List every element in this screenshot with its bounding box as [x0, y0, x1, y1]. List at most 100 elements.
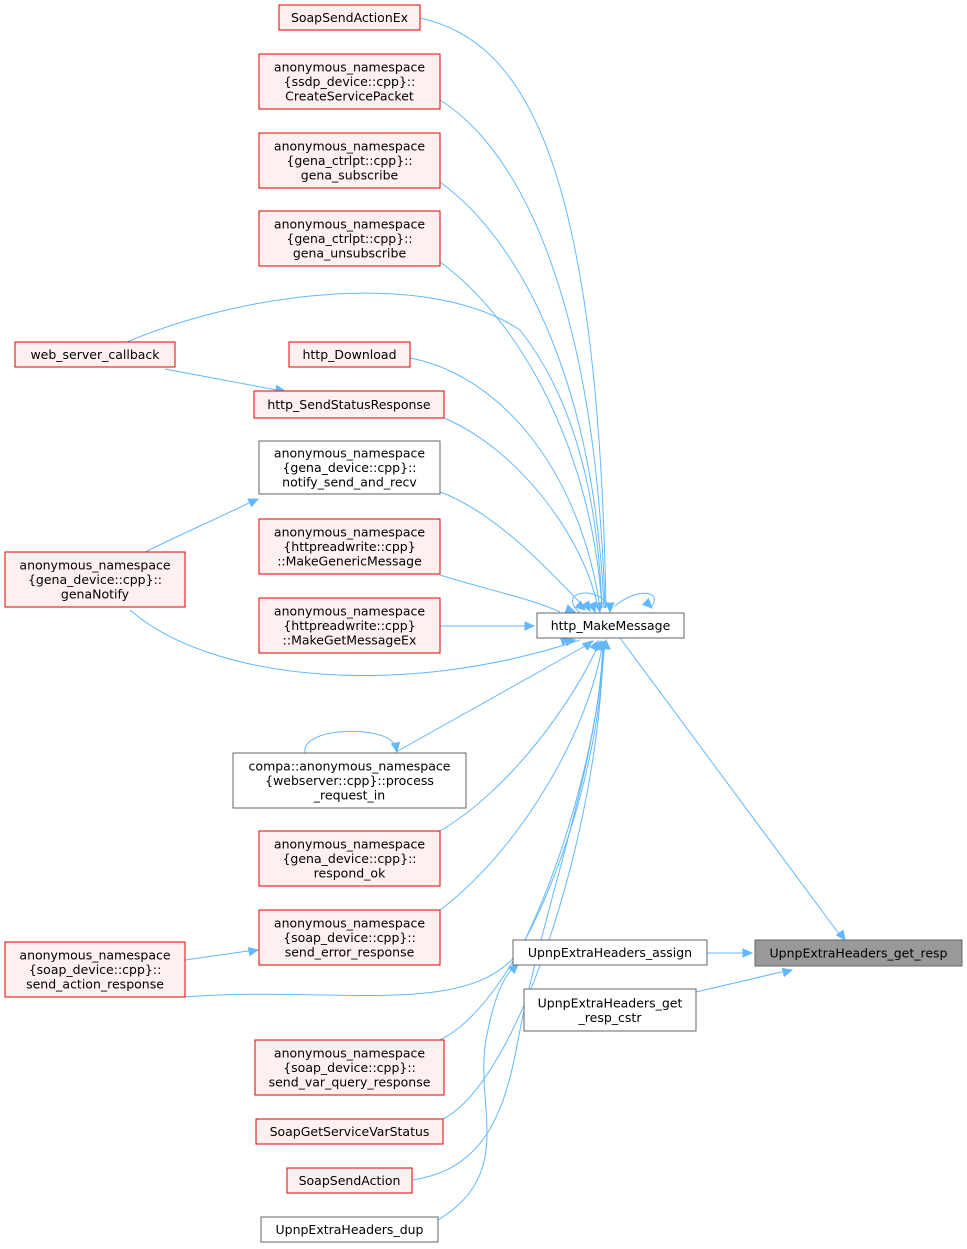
node-upnp-extra-headers-assign[interactable]: UpnpExtraHeaders_assign: [512, 939, 708, 966]
node-label-line: anonymous_namespace: [274, 139, 425, 154]
node-create-service-packet[interactable]: anonymous_namespace{ssdp_device::cpp}::C…: [258, 53, 441, 110]
node-upnp-extra-headers-get-resp-cstr[interactable]: UpnpExtraHeaders_get_resp_cstr: [523, 988, 697, 1032]
node-soap-get-service-var-status[interactable]: SoapGetServiceVarStatus: [255, 1118, 444, 1145]
edge-arrowhead: [247, 498, 260, 508]
node-box: [4, 551, 186, 608]
node-send-var-query-response[interactable]: anonymous_namespace{soap_device::cpp}::s…: [254, 1039, 445, 1096]
call-edge: [411, 640, 604, 1181]
node-box: [258, 132, 441, 189]
node-soap-send-action[interactable]: SoapSendAction: [286, 1167, 413, 1194]
node-label-line: ::MakeGenericMessage: [277, 554, 422, 569]
node-label-line: ::MakeGetMessageEx: [283, 633, 417, 648]
call-edge: [184, 949, 256, 961]
node-label-line: compa::anonymous_namespace: [249, 759, 451, 774]
node-label-line: notify_send_and_recv: [282, 475, 417, 490]
edge-arrowhead: [507, 963, 519, 975]
node-label-line: gena_subscribe: [301, 168, 399, 183]
node-box: [258, 518, 441, 575]
node-box: [754, 939, 963, 967]
node-make-get-message-ex[interactable]: anonymous_namespace{httpreadwrite::cpp}:…: [258, 597, 441, 654]
node-label-line: {gena_ctrlpt::cpp}::: [286, 153, 412, 168]
edge-arrowhead: [247, 946, 260, 957]
node-label-line: anonymous_namespace: [19, 558, 170, 573]
node-label-line: http_Download: [302, 347, 396, 362]
node-gena-unsubscribe[interactable]: anonymous_namespace{gena_ctrlpt::cpp}::g…: [258, 210, 441, 267]
node-box: [258, 53, 441, 110]
call-edge: [126, 292, 603, 609]
call-edge: [442, 640, 604, 1120]
node-gena-subscribe[interactable]: anonymous_namespace{gena_ctrlpt::cpp}::g…: [258, 132, 441, 189]
node-soap-send-action-ex[interactable]: SoapSendActionEx: [278, 4, 421, 31]
call-edge: [443, 417, 599, 609]
node-http-make-message[interactable]: http_MakeMessage: [536, 612, 685, 639]
node-web-server-callback[interactable]: web_server_callback: [14, 341, 176, 368]
node-box: [288, 341, 411, 368]
node-send-error-response[interactable]: anonymous_namespace{soap_device::cpp}::s…: [258, 909, 441, 966]
node-box: [232, 752, 467, 809]
node-label-line: {gena_device::cpp}::: [282, 851, 416, 866]
node-http-download[interactable]: http_Download: [288, 341, 411, 368]
call-edges: [126, 17, 846, 1221]
edge-arrowhead: [641, 597, 653, 609]
node-http-send-status-response[interactable]: http_SendStatusResponse: [253, 390, 445, 419]
node-label-line: UpnpExtraHeaders_assign: [528, 945, 692, 960]
node-label-line: {httpreadwrite::cpp}: [283, 618, 415, 633]
node-box: [258, 210, 441, 267]
node-label-line: UpnpExtraHeaders_get: [538, 995, 683, 1010]
node-box: [512, 939, 708, 966]
node-label-line: anonymous_namespace: [274, 525, 425, 540]
edge-arrowhead: [593, 601, 604, 614]
edge-arrowhead: [835, 929, 846, 942]
node-label-line: genaNotify: [61, 587, 130, 602]
node-label-line: _request_in: [313, 788, 385, 803]
call-edge: [439, 640, 604, 911]
node-label-line: anonymous_namespace: [19, 948, 170, 963]
node-gena-notify[interactable]: anonymous_namespace{gena_device::cpp}::g…: [4, 551, 186, 608]
node-box: [254, 1039, 445, 1096]
node-label-line: anonymous_namespace: [274, 1046, 425, 1061]
node-label-line: web_server_callback: [30, 347, 160, 362]
node-label-line: gena_unsubscribe: [293, 246, 407, 261]
node-box: [286, 1167, 413, 1194]
edge-arrowhead: [524, 621, 536, 631]
node-box: [523, 988, 697, 1032]
edge-arrowhead: [574, 600, 586, 611]
node-process-request-in[interactable]: compa::anonymous_namespace{webserver::cp…: [232, 752, 467, 809]
call-edge: [572, 592, 655, 614]
call-edge: [144, 499, 256, 553]
node-label-line: UpnpExtraHeaders_get_resp: [770, 946, 948, 961]
node-label-line: {gena_device::cpp}::: [28, 572, 162, 587]
edge-arrowhead: [564, 604, 577, 614]
node-label-line: SoapGetServiceVarStatus: [270, 1124, 430, 1139]
call-edge: [439, 261, 603, 609]
node-label-line: send_error_response: [285, 945, 415, 960]
call-edge: [439, 181, 605, 609]
node-upnp-extra-headers-dup[interactable]: UpnpExtraHeaders_dup: [260, 1216, 439, 1243]
node-label-line: {soap_device::cpp}::: [283, 930, 416, 945]
node-make-generic-message[interactable]: anonymous_namespace{httpreadwrite::cpp}:…: [258, 518, 441, 575]
node-send-action-response[interactable]: anonymous_namespace{soap_device::cpp}::s…: [4, 941, 186, 998]
node-label-line: anonymous_namespace: [274, 60, 425, 75]
node-label-line: SoapSendAction: [299, 1173, 401, 1188]
call-edge: [419, 17, 607, 609]
node-label-line: SoapSendActionEx: [291, 10, 408, 25]
node-label-line: {gena_device::cpp}::: [282, 460, 416, 475]
node-box: [260, 1216, 439, 1243]
node-upnp-extra-headers-get-resp[interactable]: UpnpExtraHeaders_get_resp: [754, 939, 963, 967]
node-box: [14, 341, 176, 368]
call-edge: [439, 99, 606, 609]
node-box: [258, 440, 441, 495]
node-box: [278, 4, 421, 31]
node-label-line: {soap_device::cpp}::: [283, 1060, 416, 1075]
call-edge: [439, 574, 561, 613]
call-edge: [437, 965, 516, 1221]
node-respond-ok[interactable]: anonymous_namespace{gena_device::cpp}::r…: [258, 830, 441, 887]
node-box: [4, 941, 186, 998]
node-notify-send-and-recv[interactable]: anonymous_namespace{gena_device::cpp}::n…: [258, 440, 441, 495]
call-edge: [695, 969, 791, 993]
node-label-line: anonymous_namespace: [274, 446, 425, 461]
node-label-line: http_SendStatusResponse: [267, 397, 431, 412]
node-label-line: CreateServicePacket: [285, 89, 414, 104]
node-label-line: {webserver::cpp}::process: [265, 773, 434, 788]
edge-arrowhead: [589, 639, 599, 652]
